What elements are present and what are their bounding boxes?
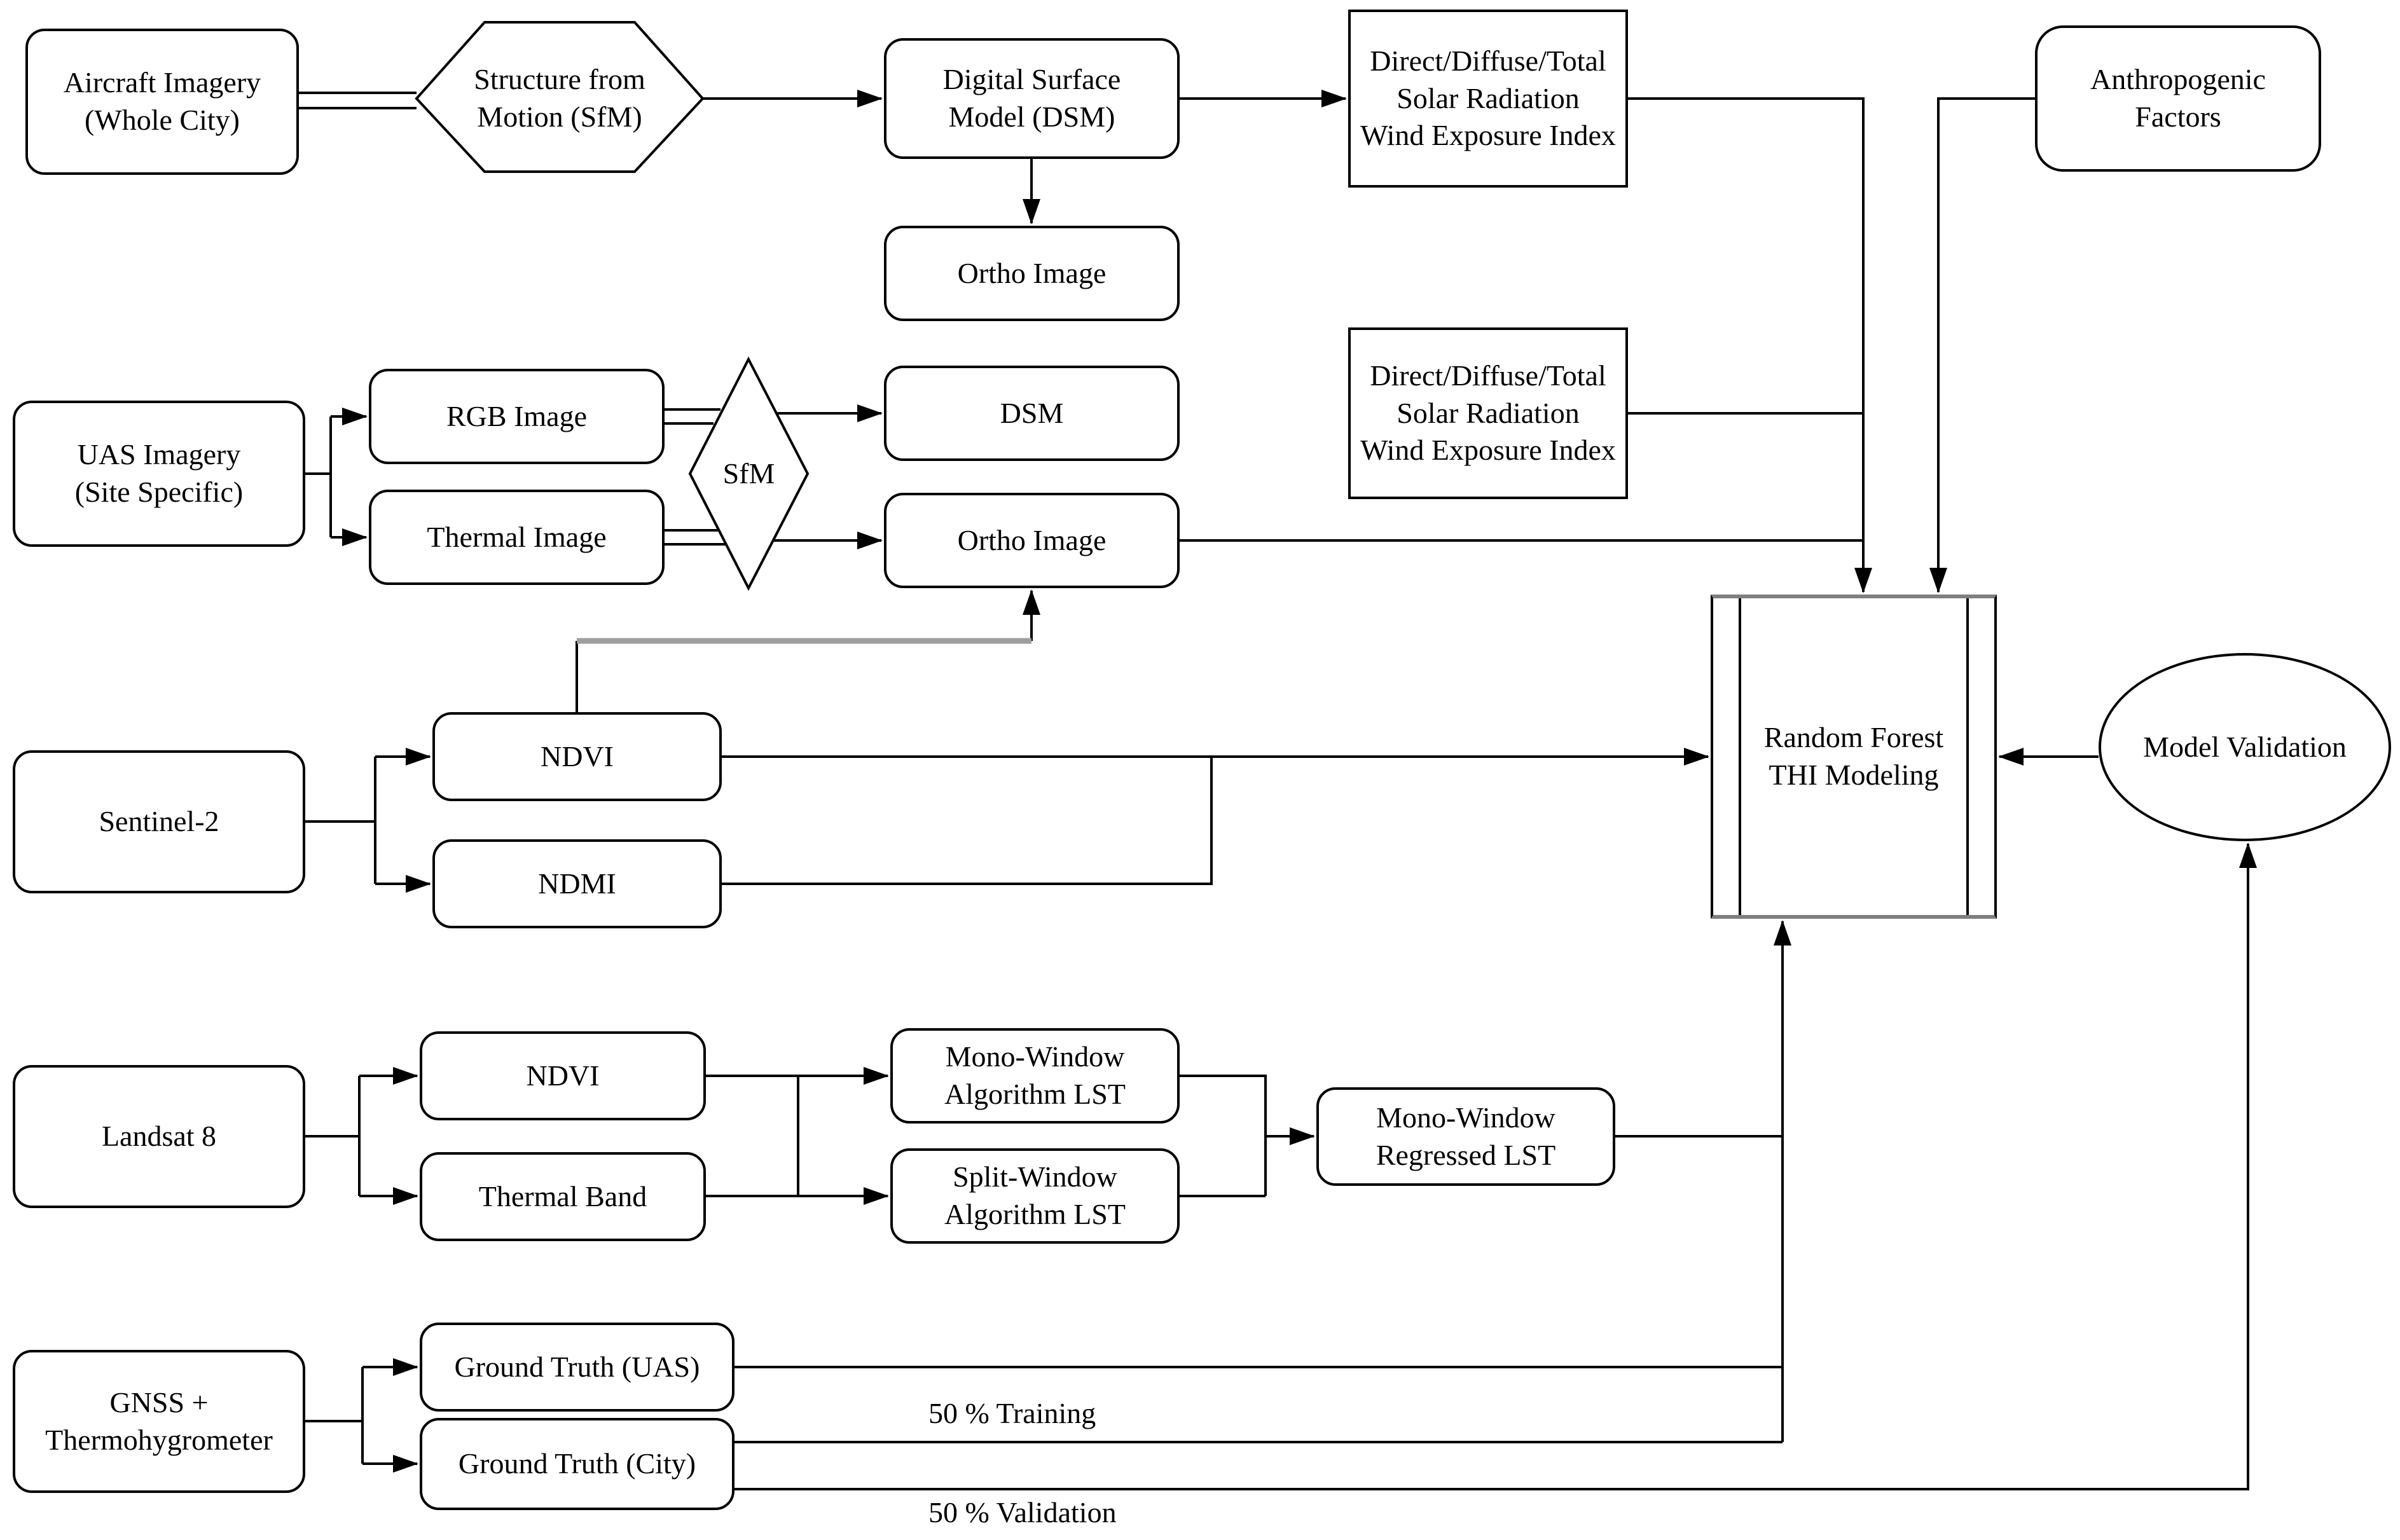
node-thermal-band: Thermal Band [420,1152,706,1241]
node-rgb-image: RGB Image [369,369,665,464]
node-ndvi-landsat: NDVI [420,1031,706,1120]
edge-anthro-rf [1929,97,2035,593]
edge-mono-merge [1180,1075,1267,1197]
edge-gnss-branch [305,1367,364,1464]
node-landsat-8: Landsat 8 [13,1065,305,1208]
node-dsm-uas: DSM [884,366,1180,461]
node-ortho-image-city: Ortho Image [884,226,1180,321]
node-structure-from-motion: Structure from Motion (SfM) [474,63,645,133]
node-thermal-image: Thermal Image [369,490,665,585]
edge-validation-line [734,842,2257,1490]
label-50-percent-training: 50 % Training [928,1397,1096,1429]
sfm-hexagon-shape [415,21,705,173]
edge-solar-city-rf [1628,97,1872,593]
edge-uas-branch [305,416,332,537]
node-ndvi-sentinel: NDVI [432,712,722,801]
node-uas-imagery: UAS Imagery (Site Specific) [13,401,305,547]
node-ortho-image-uas: Ortho Image [884,493,1180,588]
node-ground-truth-uas: Ground Truth (UAS) [420,1323,734,1412]
node-solar-radiation-city: Direct/Diffuse/Total Solar Radiation Win… [1348,10,1628,188]
node-split-window-algorithm-lst: Split-Window Algorithm LST [890,1148,1180,1244]
node-anthropogenic-factors: Anthropogenic Factors [2035,25,2321,172]
node-model-validation: Model Validation [2099,653,2391,841]
label-50-percent-validation: 50 % Validation [928,1496,1117,1529]
node-solar-radiation-uas: Direct/Diffuse/Total Solar Radiation Win… [1348,327,1628,499]
node-mono-window-algorithm-lst: Mono-Window Algorithm LST [890,1028,1180,1124]
node-gnss-thermohygrometer: GNSS + Thermohygrometer [13,1350,305,1493]
node-digital-surface-model: Digital Surface Model (DSM) [884,38,1180,159]
node-random-forest-thi-modeling: Random Forest THI Modeling [1711,595,1997,919]
edge-sentinel-branch [305,757,376,884]
node-ndmi: NDMI [432,839,722,928]
predef-right-bar [1966,598,1969,915]
node-sentinel-2: Sentinel-2 [13,750,305,893]
node-sfm-diamond: SfM [722,457,775,490]
node-mono-window-regressed-lst: Mono-Window Regressed LST [1316,1087,1615,1186]
node-ground-truth-city: Ground Truth (City) [420,1418,734,1510]
edge-landsat-branch [305,1076,361,1196]
predef-left-bar [1739,598,1741,915]
node-aircraft-imagery: Aircraft Imagery (Whole City) [25,29,299,175]
edge-ndmi-join [722,757,1213,885]
sfm-diamond-shape [688,356,810,591]
